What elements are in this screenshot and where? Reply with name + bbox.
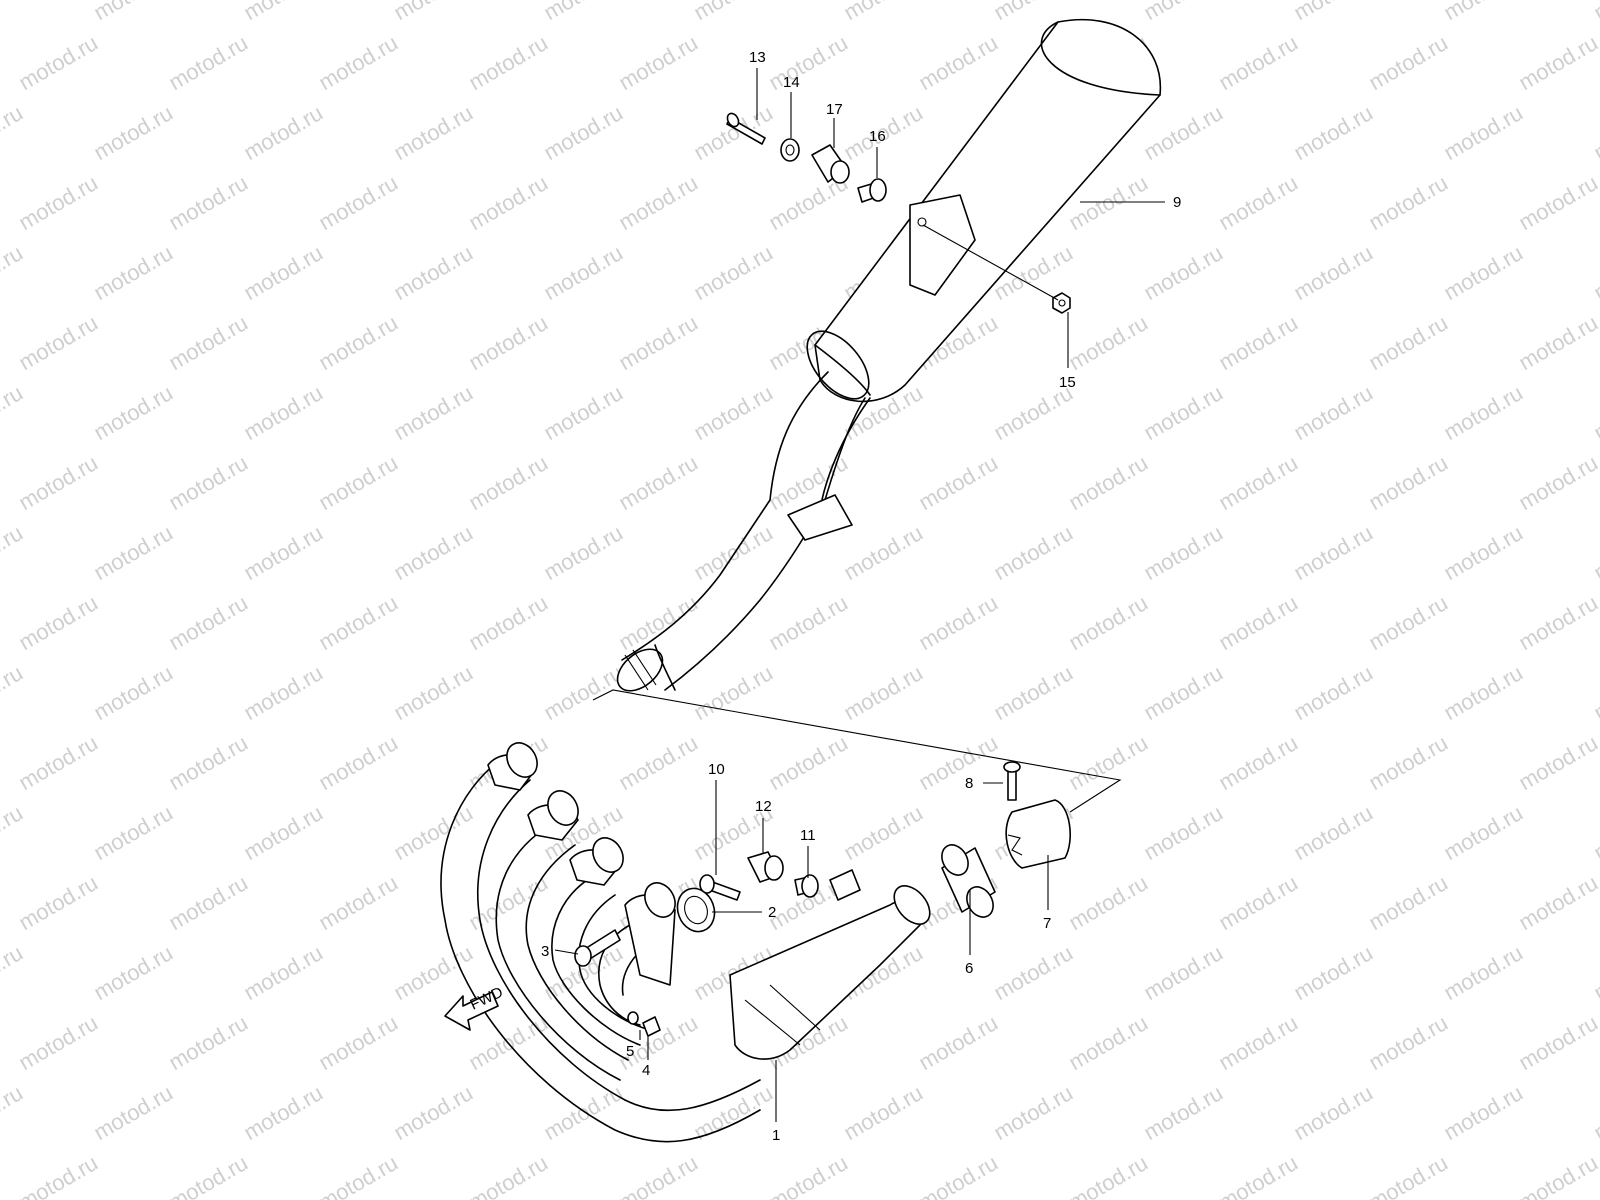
header-hardware (574, 761, 1071, 1037)
callout-10: 10 (708, 761, 725, 778)
mid-pipe (616, 371, 871, 692)
washer-5 (627, 1011, 639, 1025)
callout-16: 16 (869, 128, 886, 145)
callout-14: 14 (783, 74, 800, 91)
callout-leaders (554, 68, 1165, 1122)
bolt-4 (642, 1016, 661, 1037)
callout-5: 5 (626, 1043, 634, 1060)
collector (729, 900, 921, 1060)
nut-15 (1052, 292, 1071, 314)
callout-3: 3 (541, 943, 549, 960)
muffler-mount-bracket (909, 194, 976, 296)
washer-14 (780, 138, 800, 162)
callout-9: 9 (1173, 194, 1181, 211)
callout-11: 11 (800, 827, 816, 844)
muffler-mount-hardware (726, 112, 1071, 314)
fwd-arrow: FWD (444, 984, 506, 1031)
callout-12: 12 (755, 798, 772, 815)
exhaust-header (440, 742, 931, 1143)
callout-6: 6 (965, 960, 973, 977)
gasket-2 (676, 887, 716, 933)
callout-15: 15 (1059, 374, 1076, 391)
callout-2: 2 (768, 904, 776, 921)
bolt-8 (1007, 769, 1017, 801)
callout-8: 8 (965, 775, 973, 792)
callout-4: 4 (642, 1062, 650, 1079)
collector-bracket (829, 869, 861, 901)
callout-labels: 13 14 17 16 9 15 10 12 11 8 2 3 5 4 7 6 … (541, 49, 1181, 1144)
mid-pipe-bracket (787, 494, 853, 541)
callout-1: 1 (772, 1127, 780, 1144)
callout-17: 17 (826, 101, 843, 118)
muffler (806, 18, 1162, 501)
clamp-7 (1005, 799, 1071, 869)
callout-13: 13 (749, 49, 766, 66)
assembly-reference-line (592, 689, 1122, 813)
callout-7: 7 (1043, 915, 1051, 932)
